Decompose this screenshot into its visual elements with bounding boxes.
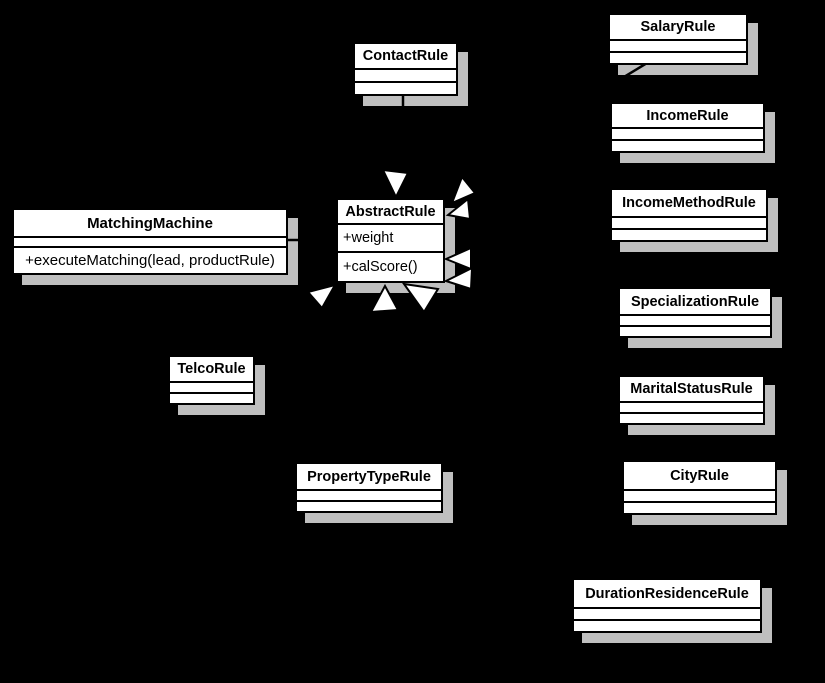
- class-node-duration-residence-rule[interactable]: DurationResidenceRule: [572, 578, 762, 633]
- class-title: DurationResidenceRule: [585, 585, 749, 602]
- class-node-income-method-rule[interactable]: IncomeMethodRule: [610, 188, 768, 242]
- attributes-compartment: [624, 489, 775, 501]
- arrowhead-top: [381, 168, 410, 200]
- class-node-income-rule[interactable]: IncomeRule: [610, 102, 765, 153]
- class-title: SalaryRule: [640, 19, 716, 35]
- methods-compartment: [624, 501, 775, 513]
- attributes-compartment: [620, 401, 763, 412]
- methods-compartment: [610, 51, 746, 63]
- class-node-city-rule[interactable]: CityRule: [622, 460, 777, 515]
- attributes-compartment: [574, 607, 760, 619]
- class-node-telco-rule[interactable]: TelcoRule: [168, 355, 255, 405]
- attributes-compartment: [355, 68, 456, 81]
- methods-compartment: [297, 500, 441, 511]
- attributes-compartment: [612, 127, 763, 139]
- arrowhead-bottom-center: [369, 283, 400, 314]
- class-node-property-type-rule[interactable]: PropertyTypeRule: [295, 462, 443, 513]
- generalization-arrowheads: [306, 168, 477, 314]
- attributes-compartment: [170, 381, 253, 392]
- arrowhead-top-right-upper: [450, 175, 477, 205]
- class-title: SpecializationRule: [630, 293, 760, 310]
- method-label: +calScore(): [338, 251, 443, 281]
- methods-compartment: [355, 81, 456, 94]
- class-title: TelcoRule: [177, 361, 246, 377]
- arrowhead-right-lower: [443, 266, 474, 291]
- class-node-marital-status-rule[interactable]: MaritalStatusRule: [618, 375, 765, 425]
- class-title: CityRule: [670, 467, 729, 484]
- methods-compartment: [170, 392, 253, 403]
- class-title: PropertyTypeRule: [307, 468, 431, 485]
- methods-compartment: [574, 619, 760, 631]
- class-title: MatchingMachine: [87, 214, 213, 232]
- arrowhead-top-right-lower: [445, 197, 472, 221]
- methods-compartment: [612, 139, 763, 151]
- attributes-compartment: [612, 216, 766, 228]
- arrowhead-right-middle: [443, 246, 472, 271]
- arrowhead-bottom-right: [401, 282, 440, 314]
- method-label: +executeMatching(lead, productRule): [14, 246, 286, 273]
- attributes-compartment: [620, 314, 770, 325]
- class-node-contact-rule[interactable]: ContactRule: [353, 42, 458, 96]
- class-title: IncomeRule: [646, 107, 729, 124]
- class-title: ContactRule: [362, 48, 449, 64]
- class-title: AbstractRule: [345, 203, 436, 220]
- class-title: IncomeMethodRule: [622, 195, 756, 211]
- class-node-matching-machine[interactable]: MatchingMachine +executeMatching(lead, p…: [12, 208, 288, 275]
- methods-compartment: [620, 412, 763, 423]
- connector-salary-rule: [623, 61, 648, 79]
- methods-compartment: [612, 228, 766, 240]
- methods-compartment: [620, 325, 770, 336]
- connector-ticks: [286, 61, 648, 242]
- attributes-compartment: [297, 489, 441, 500]
- attributes-compartment: [14, 236, 286, 246]
- class-node-specialization-rule[interactable]: SpecializationRule: [618, 287, 772, 338]
- class-node-abstract-rule[interactable]: AbstractRule +weight +calScore(): [336, 198, 445, 283]
- class-node-salary-rule[interactable]: SalaryRule: [608, 13, 748, 65]
- arrowhead-bottom-left: [306, 283, 338, 310]
- attributes-compartment: [610, 39, 746, 51]
- class-title: MaritalStatusRule: [630, 381, 753, 397]
- attribute-label: +weight: [338, 223, 443, 251]
